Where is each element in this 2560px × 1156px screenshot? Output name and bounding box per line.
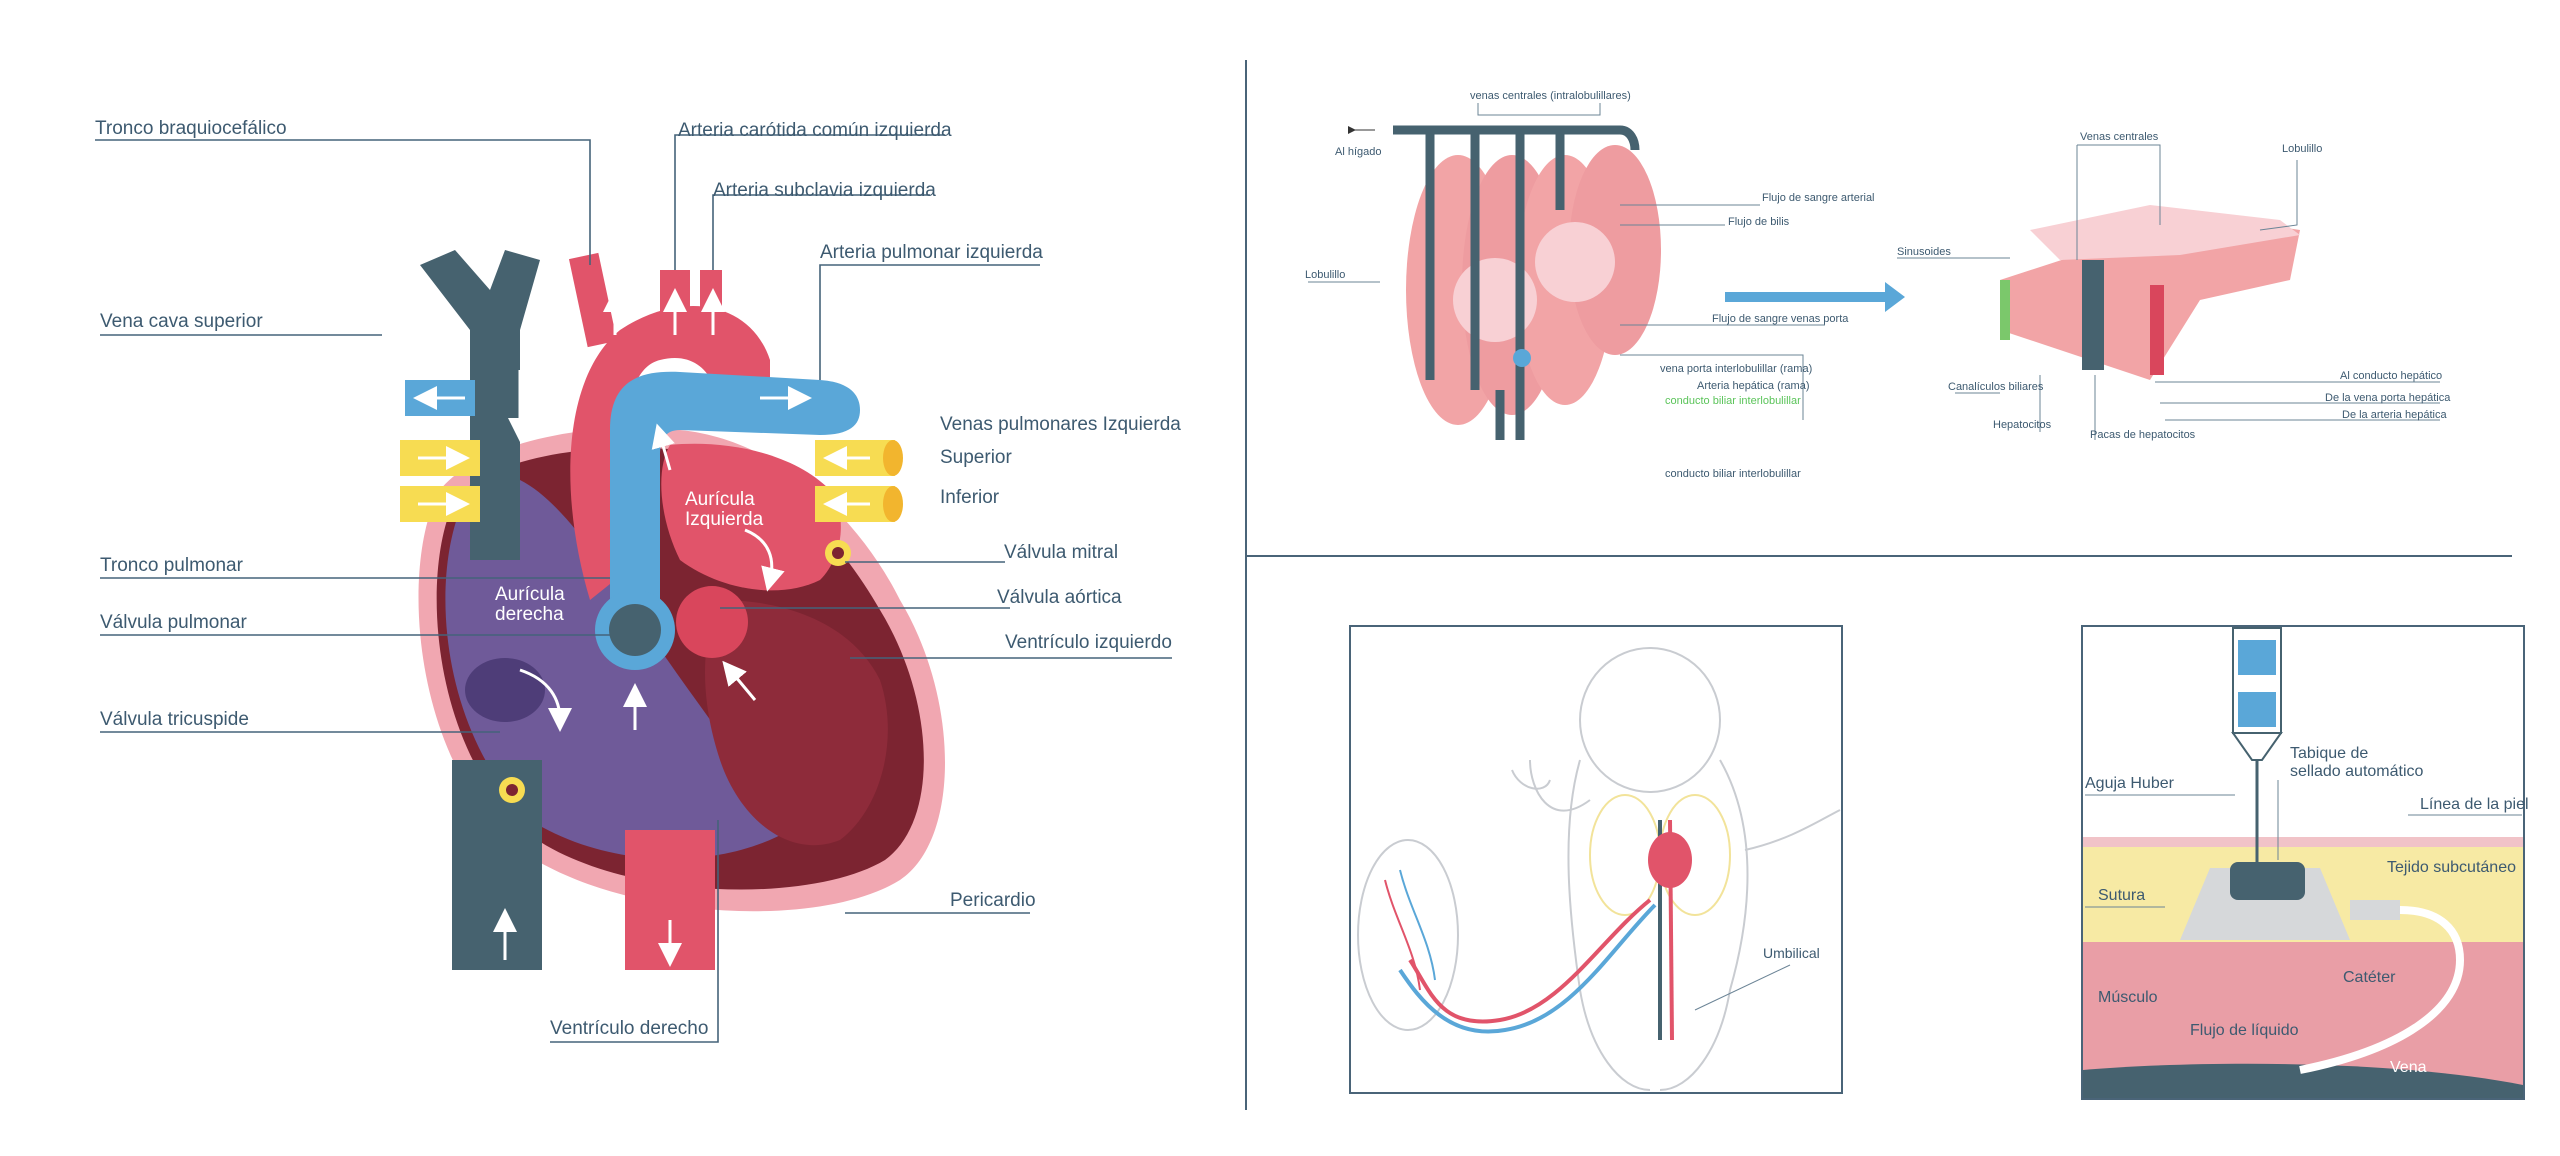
label-subclavia: Arteria subclavia izquierda (713, 180, 936, 201)
panel-dividers (1245, 60, 2512, 1110)
label-sinusoides: Sinusoides (1897, 246, 1951, 258)
label-vena-porta-rama: vena porta interlobulillar (rama) (1660, 363, 1812, 375)
vein-vessel (2083, 1063, 2523, 1098)
port-leader-lines (2085, 780, 2522, 908)
label-venas-centrales: Venas centrales (2080, 131, 2159, 143)
flow-arrows (413, 288, 870, 967)
label-vena: Vena (2390, 1059, 2427, 1076)
liver-central-veins (1393, 125, 1640, 440)
mitral-valve-core (832, 547, 844, 559)
inferior-vena-cava (452, 760, 542, 970)
label-flujo-bilis: Flujo de bilis (1728, 216, 1790, 228)
port-septum (2230, 862, 2305, 900)
liver-lobule-right (2000, 205, 2300, 380)
umbilical-leader (1694, 964, 1791, 1011)
left-ventricle (705, 600, 888, 846)
port-catheter-diagram: Aguja Huber Tabique de sellado automátic… (2081, 625, 2529, 1100)
skin-layer-pink (2083, 837, 2523, 847)
label-auricula-izquierda-2: Izquierda (685, 509, 764, 530)
label-al-conducto: Al conducto hepático (2340, 370, 2442, 382)
label-tronco-braquiocefalico: Tronco braquiocefálico (95, 118, 287, 139)
liver-lobules-left (1406, 145, 1661, 425)
label-arteria-pulmonar-izquierda: Arteria pulmonar izquierda (820, 242, 1043, 263)
label-valvula-pulmonar: Válvula pulmonar (100, 612, 247, 633)
label-hepatocitos: Hepatocitos (1993, 419, 2052, 431)
label-al-higado: Al hígado (1335, 146, 1381, 158)
label-umbilical: Umbilical (1763, 945, 1820, 961)
label-tabique-1: Tabique de (2290, 745, 2368, 762)
liver-transition-arrow (1725, 282, 1905, 312)
label-flujo-liquido: Flujo de líquido (2190, 1022, 2299, 1039)
label-arteria-hepatica-rama: Arteria hepática (rama) (1697, 380, 1810, 392)
label-placas: Pacas de hepatocitos (2090, 429, 2196, 441)
catheter-line (2299, 906, 2465, 1074)
label-conducto-biliar-interlob: conducto biliar interlobulillar (1665, 395, 1801, 407)
label-flujo-arterial: Flujo de sangre arterial (1762, 192, 1875, 204)
fetal-heart (1648, 832, 1692, 888)
label-musculo: Músculo (2098, 989, 2158, 1006)
port-outlet (2350, 900, 2400, 920)
fetal-vessels (1384, 819, 1674, 1041)
label-auricula-derecha-1: Aurícula (495, 584, 565, 605)
syringe-fluid (2238, 640, 2276, 675)
label-ventriculo-izquierdo: Ventrículo izquierdo (1005, 632, 1172, 653)
label-venas-centrales-intra: venas centrales (intralobulillares) (1470, 90, 1631, 102)
label-carotida: Arteria carótida común izquierda (678, 120, 952, 141)
label-aguja-huber: Aguja Huber (2085, 775, 2175, 792)
label-tejido-subcutaneo: Tejido subcutáneo (2387, 859, 2516, 876)
syringe-tip (2231, 732, 2283, 761)
label-lobulillo-left: Lobulillo (1305, 269, 1345, 281)
label-sutura: Sutura (2098, 887, 2145, 904)
label-valvula-mitral: Válvula mitral (1004, 542, 1118, 563)
vein-end-upper (883, 440, 903, 476)
label-canaliculos: Canalículos biliares (1948, 381, 2044, 393)
label-inferior: Inferior (940, 487, 1000, 508)
right-atrium-chamber (465, 658, 545, 722)
label-cateter: Catéter (2343, 969, 2396, 986)
label-de-arteria: De la arteria hepática (2342, 409, 2447, 421)
port-frame (2081, 625, 2525, 1100)
label-tronco-pulmonar: Tronco pulmonar (100, 555, 244, 576)
syringe-fluid-2 (2238, 692, 2276, 727)
brachiocephalic-trunk (568, 252, 618, 348)
tricuspid-valve-core (506, 784, 518, 796)
label-valvula-tricuspide: Válvula tricuspide (100, 709, 249, 730)
label-ventriculo-derecho: Ventrículo derecho (550, 1018, 708, 1039)
label-superior: Superior (940, 447, 1012, 468)
label-flujo-porta: Flujo de sangre venas porta (1712, 313, 1849, 325)
portal-vein-dot (1513, 349, 1531, 367)
left-subclavian (700, 270, 722, 350)
label-conducto-biliar-bottom: conducto biliar interlobulillar (1665, 468, 1801, 480)
label-auricula-izquierda-1: Aurícula (685, 489, 755, 510)
label-linea-piel: Línea de la piel (2420, 796, 2529, 813)
label-pericardio: Pericardio (950, 890, 1036, 911)
fetal-frame (1349, 625, 1843, 1094)
fetal-circulation-diagram: Umbilical (1349, 625, 1843, 1094)
label-lobulillo-right: Lobulillo (2282, 143, 2322, 155)
liver-leader-lines (1308, 103, 2440, 440)
superior-vena-cava (420, 250, 540, 560)
vein-end-lower (883, 486, 903, 522)
label-tabique-2: sellado automático (2290, 763, 2424, 780)
label-vena-cava-superior: Vena cava superior (100, 311, 263, 332)
heart-leader-lines (95, 134, 1172, 1043)
liver-lobule-diagram: venas centrales (intralobulillares) Al h… (1305, 90, 2451, 480)
heart-diagram: Aurícula Izquierda Aurícula derecha Tron… (95, 118, 1181, 1043)
label-valvula-aortica: Válvula aórtica (997, 587, 1122, 608)
left-atrium (661, 443, 841, 591)
label-de-vena-porta: De la vena porta hepática (2325, 392, 2451, 404)
port-body (2180, 868, 2350, 940)
label-venas-pulmonares: Venas pulmonares Izquierda (940, 414, 1181, 435)
label-auricula-derecha-2: derecha (495, 604, 564, 625)
pulmonary-valve (609, 604, 661, 656)
fetus-outline (1357, 647, 1841, 1091)
pulmonary-trunk (610, 371, 860, 610)
aortic-valve (676, 586, 748, 658)
